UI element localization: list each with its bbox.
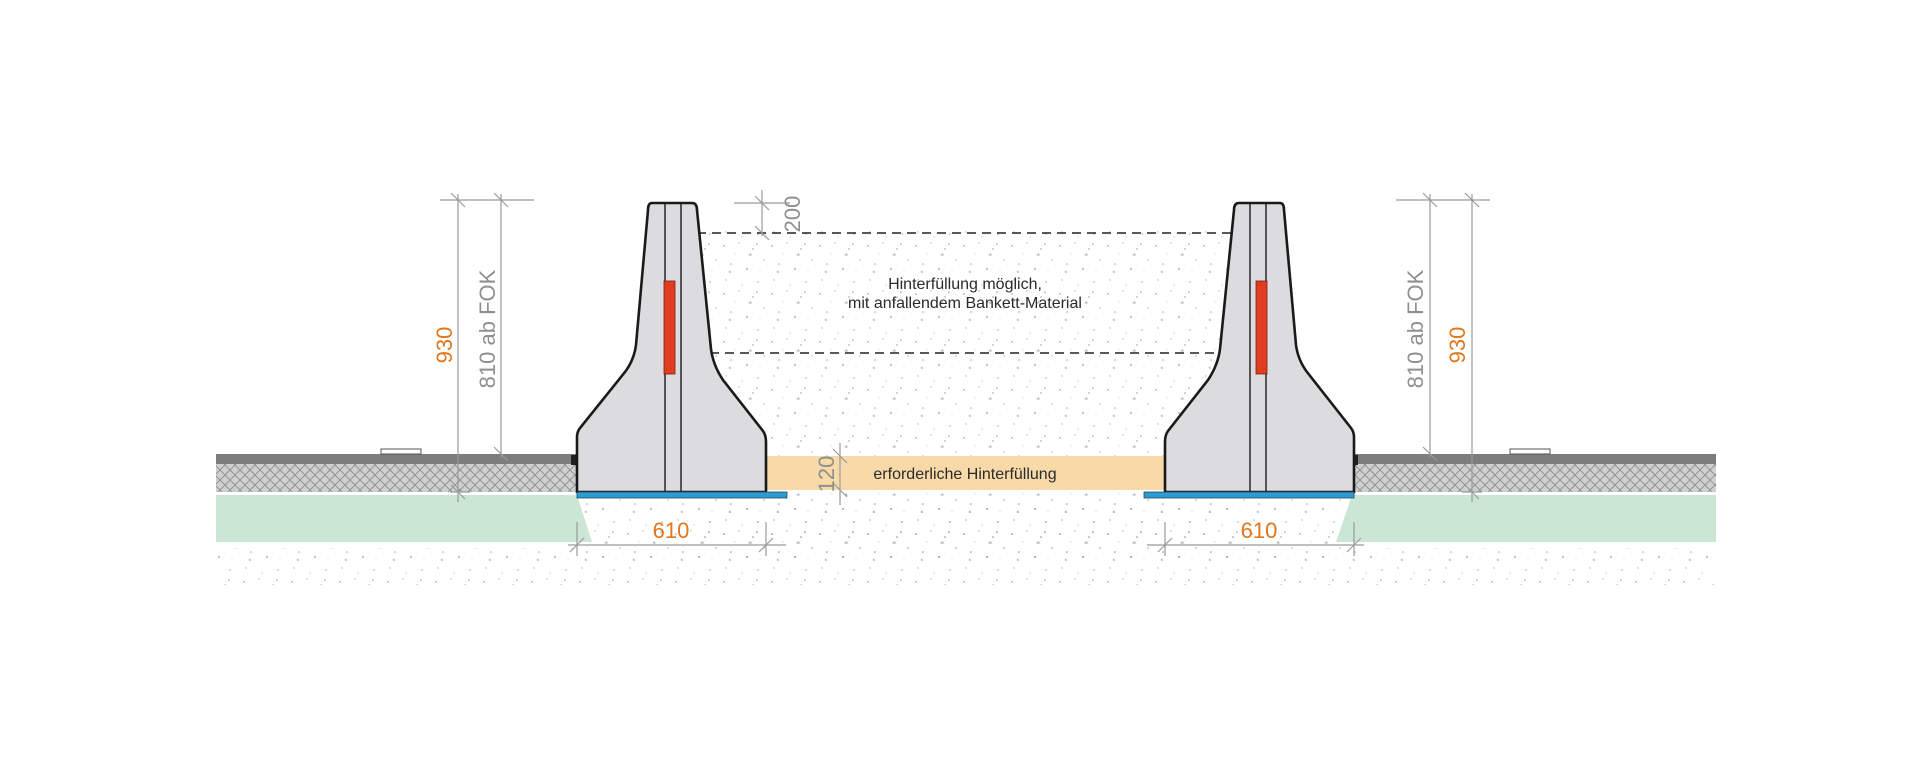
grass-right <box>1336 495 1716 542</box>
barrier-left-base-plate <box>576 491 788 499</box>
dimension-top-200 <box>734 190 790 241</box>
dimension-left-930-label: 930 <box>432 327 457 364</box>
base-layer-left <box>216 464 577 492</box>
under-slab-soil <box>577 496 1352 558</box>
dimension-backfill-120-label: 120 <box>814 456 839 493</box>
barrier-right <box>1143 201 1356 499</box>
required-backfill-label: erforderliche Hinterfüllung <box>873 466 1056 483</box>
joint-left <box>571 455 577 465</box>
dimension-backfill-120 <box>832 443 848 505</box>
dimension-left-610-label: 610 <box>653 518 690 543</box>
dimension-left-810 <box>493 192 509 462</box>
dimension-top-200-label: 200 <box>780 196 805 233</box>
dimension-left-810-label: 810 ab FOK <box>475 269 500 388</box>
barrier-left-reflector <box>663 280 676 375</box>
grass-left <box>216 495 592 542</box>
dimension-right-810-label: 810 ab FOK <box>1403 269 1428 388</box>
dimension-right-610 <box>1147 522 1364 556</box>
dimension-left-930 <box>440 192 534 502</box>
asphalt-layer-left <box>216 454 577 464</box>
road-marking-right <box>1509 448 1551 455</box>
barrier-right-base-plate <box>1143 491 1355 499</box>
dimension-right-610-label: 610 <box>1241 518 1278 543</box>
backfill-possible-label-line2: mit anfallendem Bankett-Material <box>848 295 1082 312</box>
barrier-left <box>575 201 788 499</box>
base-layer-right <box>1352 464 1716 492</box>
road-marking-left <box>380 448 422 455</box>
asphalt-layer-right <box>1352 454 1716 464</box>
dimension-left-610 <box>568 522 786 556</box>
backfill-possible-label-line1: Hinterfüllung möglich, <box>888 276 1042 293</box>
dimension-right-930 <box>1396 192 1490 502</box>
required-backfill-band <box>766 456 1165 490</box>
barrier-right-reflector <box>1255 280 1268 375</box>
dimension-right-930-label: 930 <box>1445 327 1470 364</box>
